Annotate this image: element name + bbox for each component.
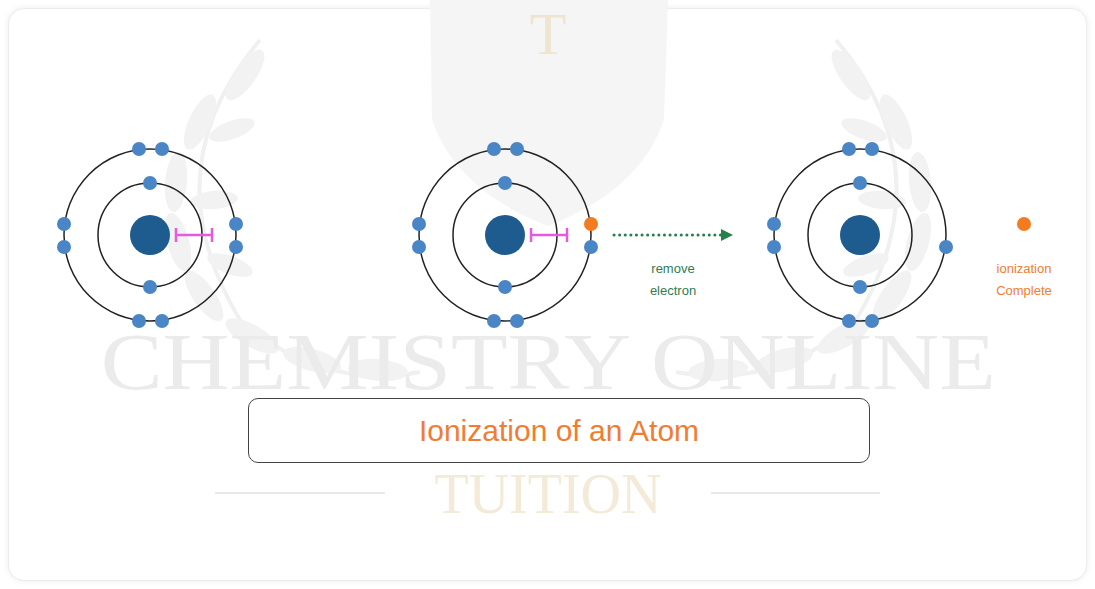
- nucleus: [130, 215, 170, 255]
- distance-bracket: [531, 228, 567, 242]
- electron: [767, 142, 953, 328]
- electron: [412, 142, 598, 328]
- arrow-label: remove electron: [636, 258, 710, 302]
- nucleus: [485, 215, 525, 255]
- free-electron: [1017, 217, 1031, 231]
- watermark-text: TUITION: [434, 466, 661, 522]
- nucleus: [840, 215, 880, 255]
- status-label: ionization Complete: [982, 258, 1066, 302]
- title-text: Ionization of an Atom: [419, 414, 699, 448]
- watermark-letter: T: [530, 4, 567, 64]
- title-box: Ionization of an Atom: [248, 398, 870, 463]
- electron: [57, 142, 243, 328]
- watermark-rule: [215, 492, 385, 494]
- atom-model: [57, 142, 243, 328]
- watermark-text: CHEMISTRY ONLINE: [100, 322, 995, 402]
- removed-electron: [584, 217, 598, 231]
- watermark-shield: [430, 0, 668, 226]
- atom-model: [412, 142, 598, 328]
- watermark-rule: [711, 492, 880, 494]
- atom-model: [767, 142, 953, 328]
- distance-bracket: [176, 228, 212, 242]
- removal-arrow: [614, 229, 733, 241]
